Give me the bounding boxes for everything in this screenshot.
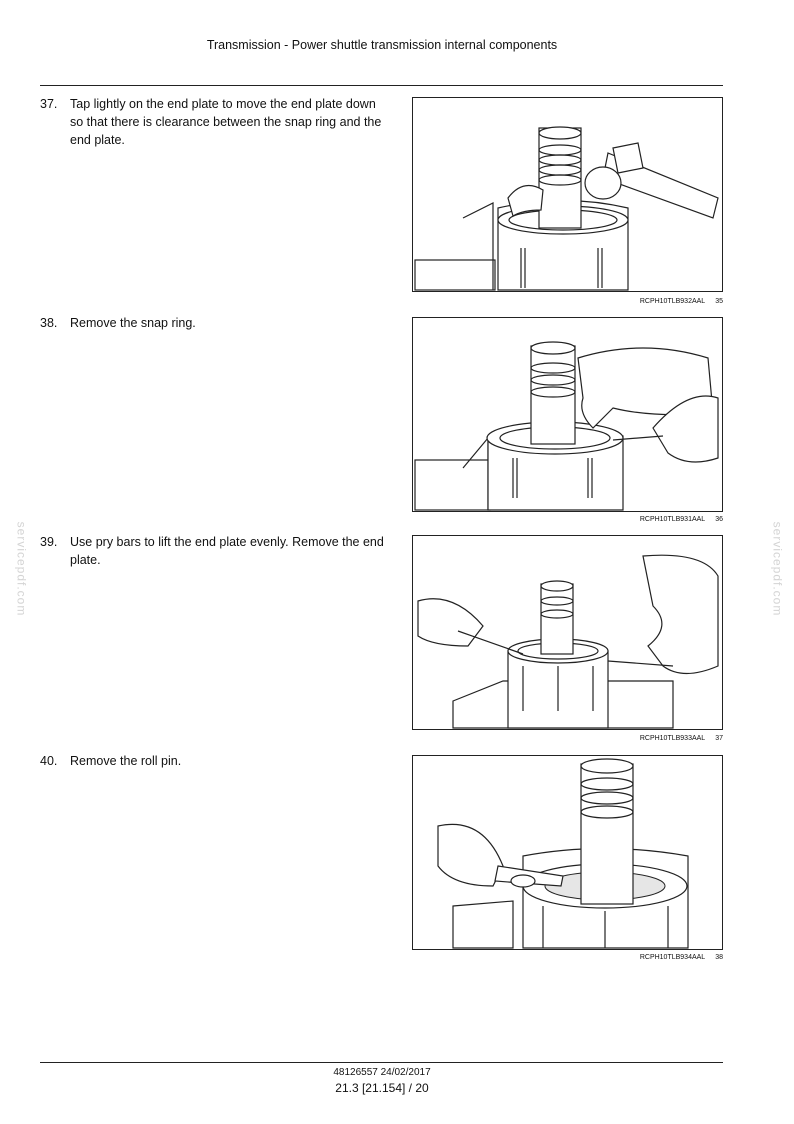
footer-rule (40, 1062, 723, 1063)
figure-36-caption: RCPH10TLB931AAL 36 (600, 516, 723, 523)
figure-code: RCPH10TLB932AAL (639, 298, 706, 305)
step-37: 37. Tap lightly on the end plate to move… (40, 95, 386, 149)
page-header-title: Transmission - Power shuttle transmissio… (206, 38, 558, 52)
step-text: Use pry bars to lift the end plate evenl… (70, 535, 384, 567)
step-40: 40. Remove the roll pin. (40, 752, 386, 770)
step-39: 39. Use pry bars to lift the end plate e… (40, 533, 386, 569)
figure-number: 37 (715, 735, 723, 742)
header-rule (40, 85, 723, 86)
figure-37-illustration (412, 535, 723, 730)
footer-page-number: 21.3 [21.154] / 20 (335, 1081, 429, 1095)
figure-36-illustration (412, 317, 723, 512)
figure-number: 38 (715, 954, 723, 961)
step-text: Remove the snap ring. (70, 316, 196, 330)
step-number: 38. (40, 316, 58, 330)
step-text: Remove the roll pin. (70, 754, 182, 768)
figure-35-illustration (412, 97, 723, 292)
step-text: Tap lightly on the end plate to move the… (70, 97, 382, 147)
figure-38-caption: RCPH10TLB934AAL 38 (600, 954, 723, 961)
step-number: 39. (40, 535, 58, 549)
figure-number: 36 (715, 516, 723, 523)
figure-code: RCPH10TLB934AAL (639, 954, 706, 961)
figure-code: RCPH10TLB933AAL (639, 735, 706, 742)
figure-35-caption: RCPH10TLB932AAL 35 (600, 298, 723, 305)
figure-number: 35 (715, 298, 723, 305)
step-38: 38. Remove the snap ring. (40, 314, 386, 332)
watermark-left: servicepdf.com (14, 521, 29, 617)
footer-doc-ref: 48126557 24/02/2017 (333, 1067, 431, 1078)
figure-code: RCPH10TLB931AAL (639, 516, 706, 523)
step-number: 37. (40, 97, 58, 111)
step-number: 40. (40, 754, 58, 768)
figure-38-illustration (412, 755, 723, 950)
figure-37-caption: RCPH10TLB933AAL 37 (600, 735, 723, 742)
watermark-right: servicepdf.com (770, 521, 785, 617)
